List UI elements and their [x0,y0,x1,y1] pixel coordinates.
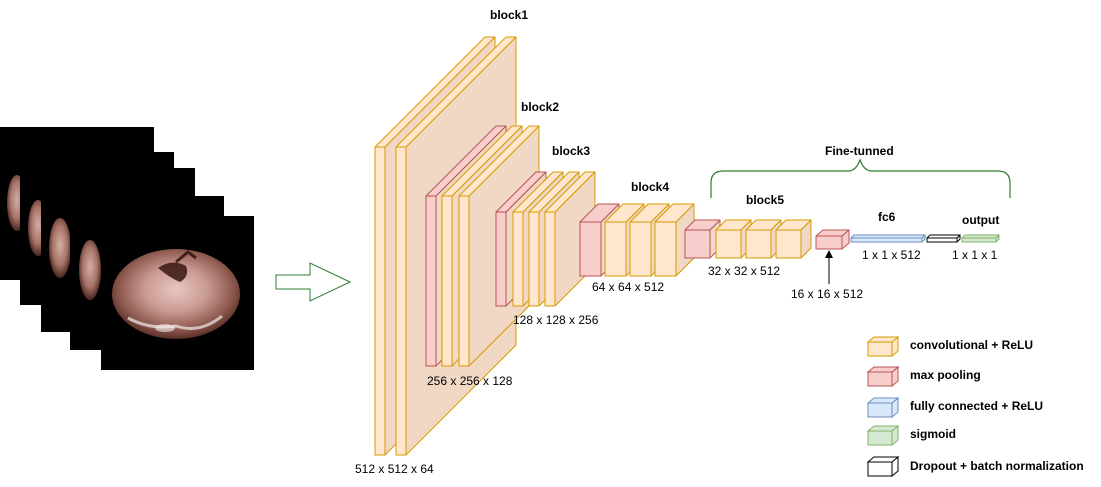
fine-tuned-bracket [710,158,1011,198]
block2-dims: 256 x 256 x 128 [427,374,513,388]
front-face [458,195,470,367]
front-face [775,229,802,259]
legend-item-conv: convolutional + ReLU [866,335,1033,358]
block1-title: block1 [490,8,528,22]
fc6-layer [850,234,926,243]
front-face [604,221,627,277]
front-face [926,237,958,243]
swatch-top [866,397,900,404]
swatch-front [867,341,893,357]
input-arrow-icon [275,262,352,302]
fine-tuned-label: Fine-tunned [825,144,894,158]
front-face [745,229,772,259]
layer-stack [374,36,1000,456]
front-face [629,221,652,277]
dropout-layer [926,234,961,243]
swatch-front [867,371,893,387]
legend-item-fc: fully connected + ReLU [866,396,1043,419]
block1-dims: 512 x 512 x 64 [355,462,434,476]
front-face [395,146,407,456]
pool5-layer [815,229,850,250]
legend-label: convolutional + ReLU [910,338,1033,352]
pool5-dims: 16 x 16 x 512 [791,287,863,301]
front-face [715,229,742,259]
legend-swatch-dropout-icon [866,455,900,478]
front-face [654,221,677,277]
block5-pool-layer [684,219,721,259]
output-layer [961,234,1000,243]
front-face [425,195,437,367]
block5-conv-layer [775,219,812,259]
front-face [544,211,556,307]
output-dims: 1 x 1 x 1 [952,248,998,262]
block4-title: block4 [631,180,669,194]
front-face [512,211,524,307]
block4-dims: 64 x 64 x 512 [592,280,664,294]
legend-item-sigmoid: sigmoid [866,424,956,447]
legend-swatch-pool-icon [866,365,900,388]
swatch-front [867,461,893,477]
front-face [495,211,507,307]
swatch-top [866,336,900,343]
legend-label: Dropout + batch normalization [910,459,1084,473]
fc6-dims: 1 x 1 x 512 [862,248,921,262]
front-face [961,237,997,243]
front-face [441,195,453,367]
front-face [815,235,843,250]
legend-label: fully connected + ReLU [910,399,1043,413]
block2-title: block2 [521,100,559,114]
legend-swatch-conv-icon [866,335,900,358]
block5-title: block5 [746,193,784,207]
block5-dims: 32 x 32 x 512 [708,264,780,278]
input-frame-front [101,216,254,370]
input-image-stack [0,127,254,370]
front-face [579,221,602,277]
swatch-front [867,430,893,446]
legend-swatch-sigmoid-icon [866,424,900,447]
swatch-front [867,402,893,418]
swatch-top [866,425,900,432]
legend-label: sigmoid [910,427,956,441]
output-title: output [962,213,999,227]
front-face [850,237,923,243]
front-face [684,229,711,259]
swatch-top [866,366,900,373]
block3-title: block3 [552,144,590,158]
legend-item-pool: max pooling [866,365,981,388]
fc6-title: fc6 [878,210,896,224]
legend-label: max pooling [910,368,981,382]
front-face [374,146,386,456]
block3-dims: 128 x 128 x 256 [513,313,599,327]
pool5-pointer-arrow [825,250,833,284]
swatch-top [866,456,900,463]
legend-item-dropout: Dropout + batch normalization [866,455,1084,478]
legend-swatch-fc-icon [866,396,900,419]
front-face [528,211,540,307]
legend: convolutional + ReLU max pooling fully c… [866,335,1084,478]
